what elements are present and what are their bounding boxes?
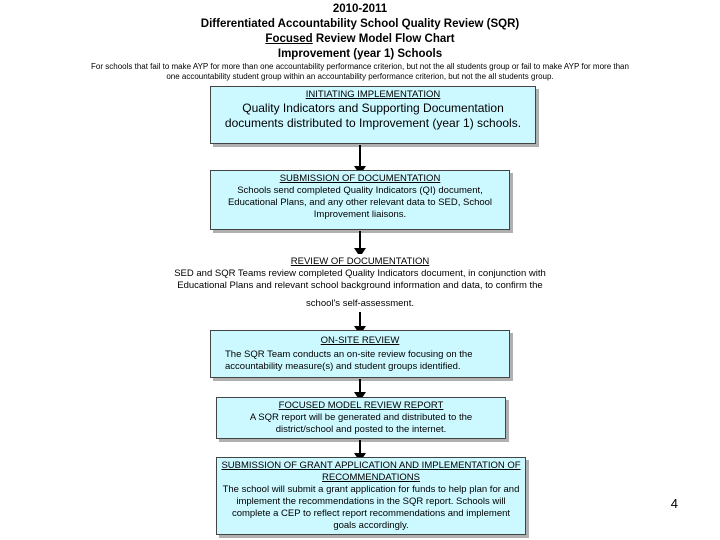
flow-arrow: [354, 312, 366, 335]
step-initiating-implementation: INITIATING IMPLEMENTATION Quality Indica…: [210, 86, 536, 144]
step-body: The SQR Team conducts an on-site review …: [225, 349, 473, 372]
flow-arrow: [354, 440, 366, 462]
eligibility-note: For schools that fail to make AYP for mo…: [91, 62, 629, 81]
flow-arrow: [354, 145, 366, 175]
page-number: 4: [670, 496, 678, 511]
chart-title: 2010-2011 Differentiated Accountability …: [0, 2, 720, 62]
step-heading: ON-SITE REVIEW: [320, 335, 400, 346]
step-body-tail: school's self-assessment.: [306, 298, 414, 309]
flow-arrow: [354, 231, 366, 257]
title-year: 2010-2011: [332, 3, 388, 15]
title-program: Differentiated Accountability School Qua…: [200, 18, 520, 30]
step-on-site-review: ON-SITE REVIEW The SQR Team conducts an …: [210, 330, 510, 378]
step-heading: FOCUSED MODEL REVIEW REPORT: [278, 400, 444, 411]
step-body: The school will submit a grant applicati…: [222, 484, 520, 531]
step-grant-application-and-implementation: SUBMISSION OF GRANT APPLICATION AND IMPL…: [216, 457, 526, 535]
step-heading: SUBMISSION OF GRANT APPLICATION AND IMPL…: [221, 460, 521, 483]
step-heading: SUBMISSION OF DOCUMENTATION: [279, 173, 441, 184]
step-body: A SQR report will be generated and distr…: [249, 412, 473, 435]
step-review-of-documentation: REVIEW OF DOCUMENTATION SED and SQR Team…: [160, 254, 560, 312]
step-body: SED and SQR Teams review completed Quali…: [174, 268, 546, 291]
step-heading: INITIATING IMPLEMENTATION: [305, 89, 441, 100]
flow-arrow: [354, 379, 366, 401]
step-heading: REVIEW OF DOCUMENTATION: [290, 256, 430, 267]
title-school-type: Improvement (year 1) Schools: [277, 48, 443, 60]
step-focused-model-review-report: FOCUSED MODEL REVIEW REPORT A SQR report…: [216, 397, 506, 439]
step-submission-of-documentation: SUBMISSION OF DOCUMENTATION Schools send…: [210, 170, 510, 230]
title-model-rest: Review Model Flow Chart: [312, 33, 455, 45]
step-body: Schools send completed Quality Indicator…: [227, 185, 493, 220]
title-model: Focused Review Model Flow Chart: [0, 32, 720, 47]
title-focused: Focused: [265, 33, 313, 45]
step-body: Quality Indicators and Supporting Docume…: [224, 101, 522, 130]
